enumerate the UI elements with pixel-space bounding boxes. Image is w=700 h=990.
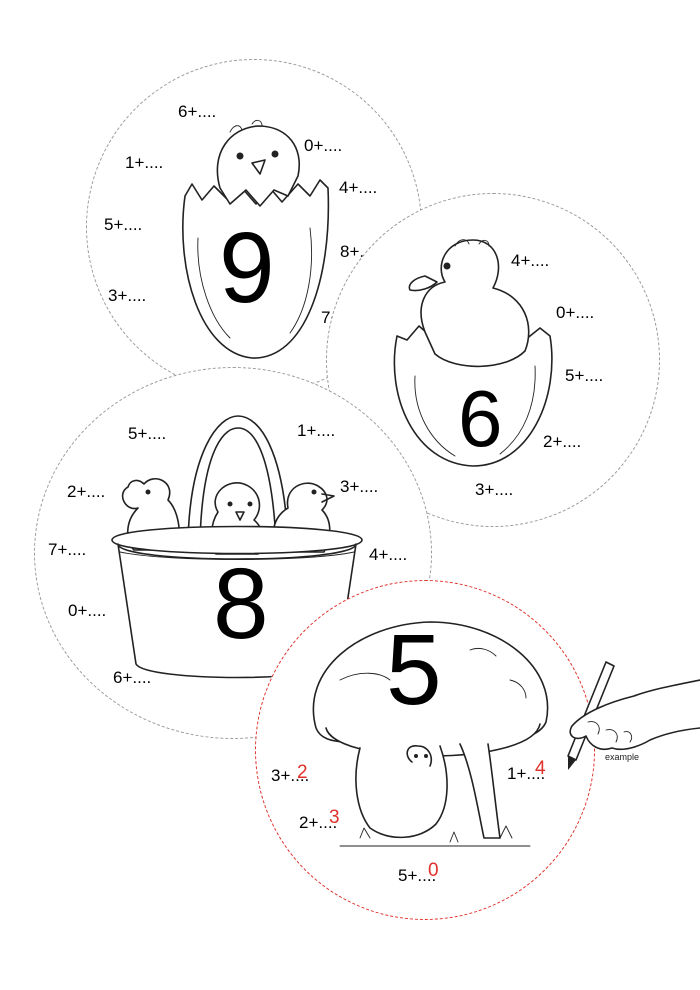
equation[interactable]: 5+....: [128, 424, 167, 443]
equation[interactable]: 5+....: [565, 366, 604, 385]
equation[interactable]: 3+....: [340, 477, 379, 496]
number-six: 6: [458, 374, 503, 463]
equation[interactable]: 3+....: [108, 286, 147, 305]
equation[interactable]: 1+....: [297, 421, 336, 440]
answer-text: 2: [297, 762, 308, 783]
equation-text: 2+....: [299, 813, 338, 832]
equation-example[interactable]: 5+.... 0: [398, 861, 439, 886]
equation[interactable]: 7+....: [48, 540, 87, 559]
equation-text: 1+....: [507, 764, 546, 783]
equation[interactable]: 6+....: [113, 668, 152, 687]
equation-text: 3+....: [271, 766, 310, 785]
equation[interactable]: 4+....: [369, 545, 408, 564]
equation-text: 5+....: [398, 866, 437, 885]
duckling-in-egg-icon: [393, 239, 553, 467]
example-label: example: [605, 752, 640, 762]
equation[interactable]: 4+....: [339, 178, 378, 197]
answer-text: 0: [428, 860, 439, 881]
equation[interactable]: 0+....: [304, 136, 343, 155]
equation[interactable]: 0+....: [556, 303, 595, 322]
chick-in-egg-icon: [182, 119, 330, 359]
number-eight: 8: [213, 548, 269, 660]
equation[interactable]: 3+....: [475, 480, 514, 499]
answer-text: 3: [329, 807, 340, 828]
number-five: 5: [386, 614, 442, 726]
equation[interactable]: 2+....: [67, 482, 106, 501]
answer-text: 4: [535, 758, 546, 779]
number-nine: 9: [219, 212, 275, 324]
equation[interactable]: 5+....: [104, 215, 143, 234]
equation[interactable]: 6+....: [178, 102, 217, 121]
equation[interactable]: 0+....: [68, 601, 107, 620]
equation[interactable]: 4+....: [511, 251, 550, 270]
equation[interactable]: 1+....: [125, 153, 164, 172]
equation-example[interactable]: 2+.... 3: [299, 808, 340, 833]
hand-with-pencil-icon: [567, 661, 700, 770]
equation[interactable]: 2+....: [543, 432, 582, 451]
equation-example[interactable]: 1+.... 4: [507, 759, 546, 784]
equation-example[interactable]: 3+.... 2: [271, 762, 310, 786]
mushroom-icon: [312, 621, 549, 847]
